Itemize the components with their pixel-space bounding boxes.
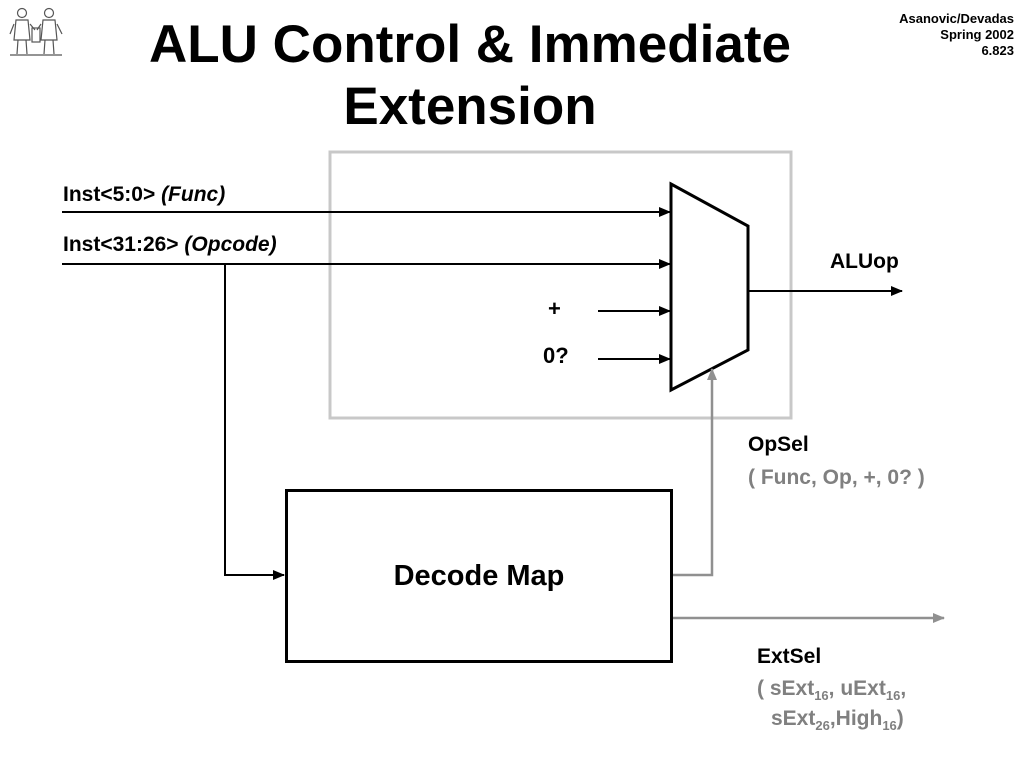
title-line-1: ALU Control & Immediate	[149, 15, 791, 74]
mit-seal-figures-icon	[9, 7, 63, 56]
opsel-control-line	[670, 368, 717, 577]
opcode-input-label: Inst<31:26> (Opcode)	[63, 233, 277, 257]
extsel-options-line-2: sExt26,High16)	[771, 707, 904, 733]
title-line-2: Extension	[343, 77, 597, 136]
extsel-sext16-sub: 16	[814, 688, 829, 703]
extsel-high16-sub: 16	[882, 718, 897, 733]
aluop-label: ALUop	[830, 250, 899, 273]
extsel-high16: High	[835, 707, 883, 730]
extsel-options-line-1: ( sExt16, uExt16,	[757, 677, 907, 703]
func-field: Inst<5:0>	[63, 183, 156, 206]
corner-authors: Asanovic/Devadas	[899, 11, 1014, 26]
extsel-open: (	[757, 677, 770, 700]
opcode-field: Inst<31:26>	[63, 233, 179, 256]
extsel-sep2: ,	[900, 677, 907, 700]
extsel-sep1: ,	[828, 677, 841, 700]
extsel-close: )	[896, 707, 904, 730]
alu-op-mux	[669, 181, 750, 393]
extsel-title: ExtSel	[757, 645, 822, 668]
extsel-sext26-sub: 26	[815, 718, 830, 733]
opcode-name: (Opcode)	[184, 233, 277, 256]
page-title: ALU Control & Immediate Extension	[100, 14, 840, 138]
opcode-to-decode-line	[224, 264, 285, 580]
extsel-uext16-sub: 16	[885, 688, 901, 703]
zero-test-label: 0?	[543, 343, 569, 368]
extsel-sep3: ,	[829, 707, 836, 730]
plus-label: +	[548, 296, 561, 321]
func-name: (Func)	[161, 183, 226, 206]
corner-course: 6.823	[981, 43, 1014, 58]
alu-control-frame	[328, 150, 793, 420]
func-input-label: Inst<5:0> (Func)	[63, 183, 225, 207]
extsel-sext16: sExt	[769, 677, 815, 700]
decode-map-box: Decode Map	[285, 489, 673, 663]
extsel-uext16: uExt	[840, 677, 886, 700]
corner-term: Spring 2002	[940, 27, 1014, 42]
decode-map-label: Decode Map	[393, 559, 565, 592]
opsel-options: ( Func, Op, +, 0? )	[748, 466, 925, 489]
corner-credits: Asanovic/Devadas Spring 2002 6.823	[899, 11, 1014, 59]
extsel-sext26: sExt	[771, 707, 816, 730]
opsel-title: OpSel	[748, 433, 809, 456]
